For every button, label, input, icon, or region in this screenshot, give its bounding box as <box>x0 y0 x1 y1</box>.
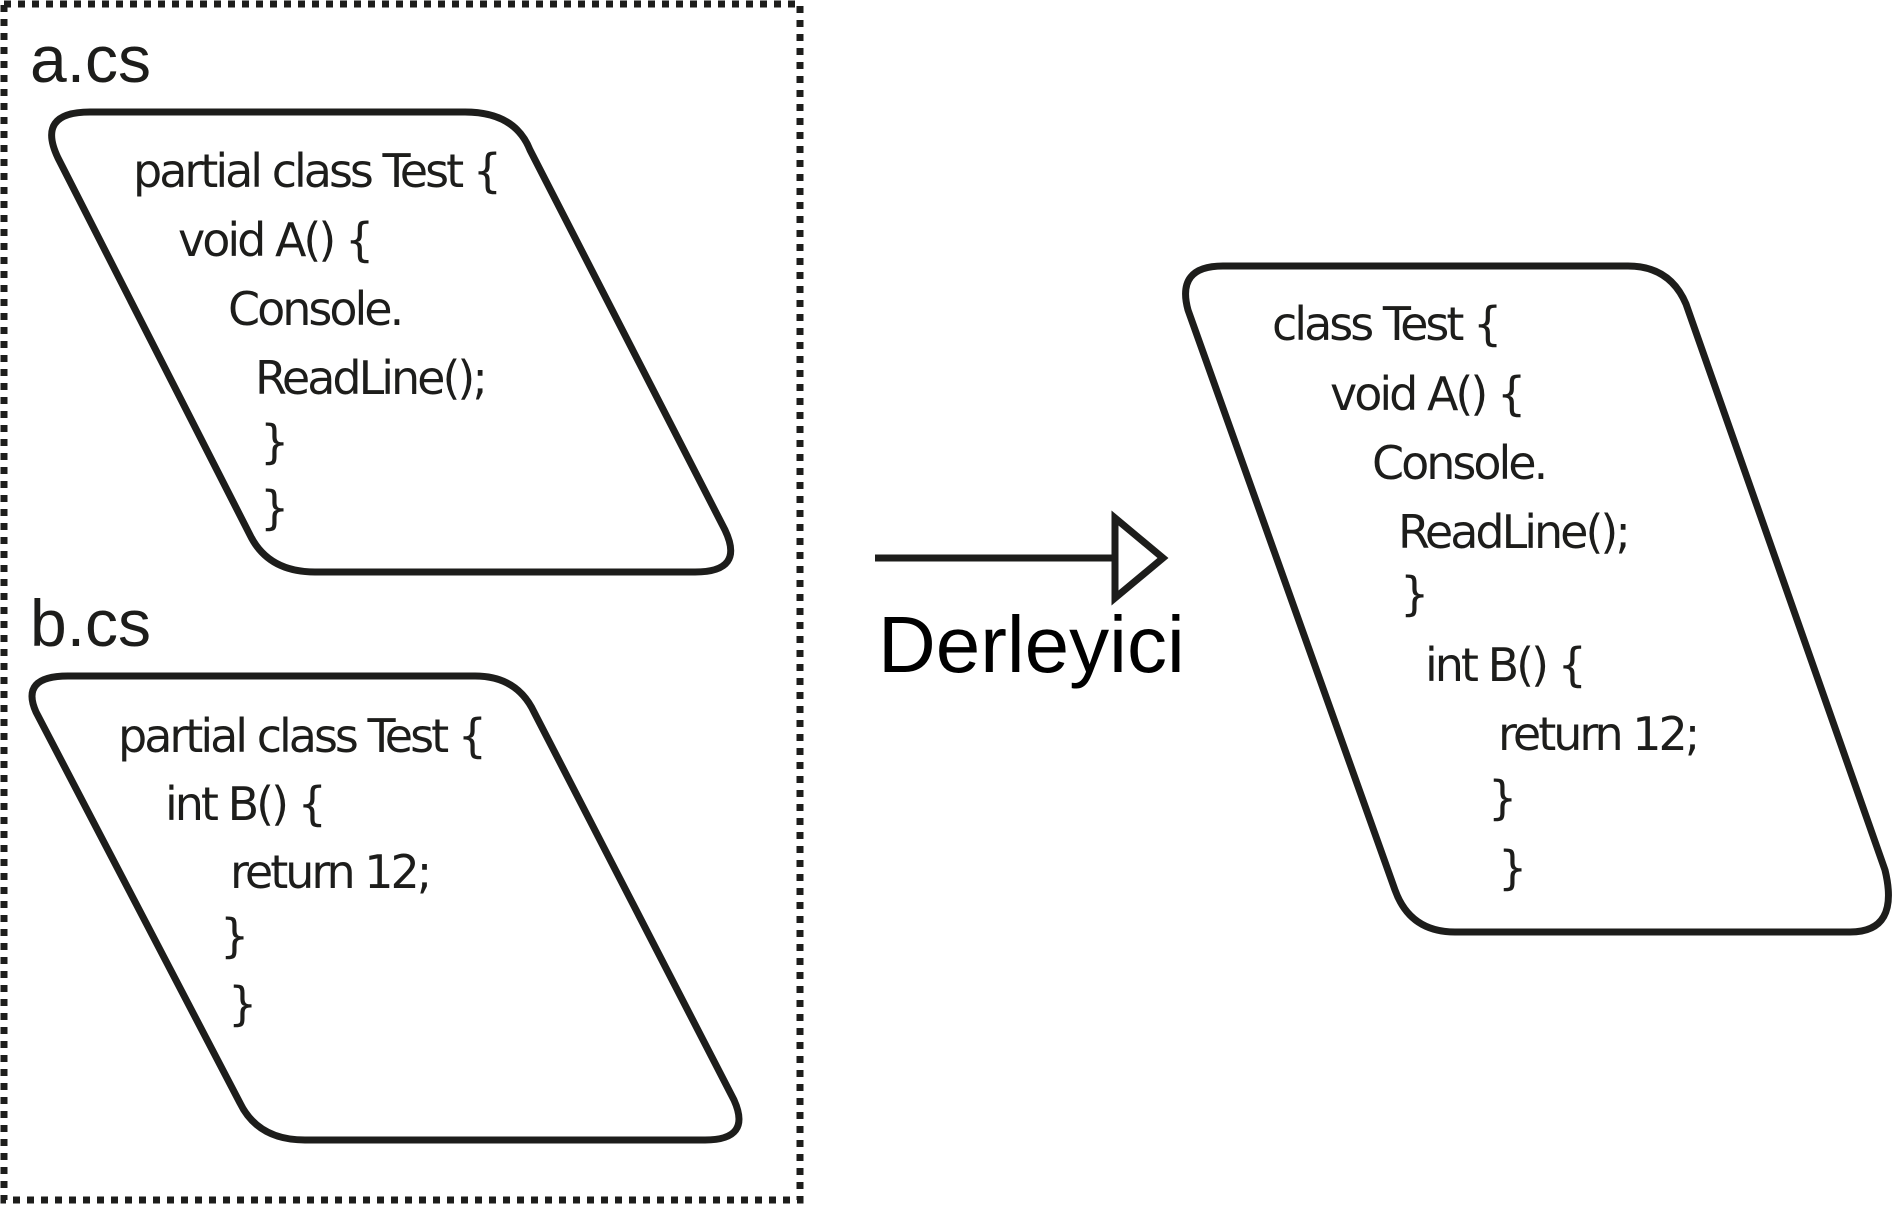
code-line: int B() { <box>1425 638 1584 692</box>
code-line: Console. <box>228 282 401 336</box>
code-line: } <box>1400 567 1426 621</box>
code-line: void A() { <box>178 213 371 267</box>
result-code-block: class Test { void A() { Console. ReadLin… <box>1272 297 1700 895</box>
code-line: class Test { <box>1272 297 1499 351</box>
code-line: partial class Test { <box>118 709 484 763</box>
code-line: } <box>1498 841 1524 895</box>
code-line: return 12; <box>230 845 429 899</box>
code-line: ReadLine(); <box>255 351 485 405</box>
code-line: Console. <box>1372 436 1545 490</box>
code-block-a: partial class Test { void A() { Console.… <box>133 144 502 535</box>
code-line: partial class Test { <box>133 144 499 198</box>
code-block-b: partial class Test { int B() { return 12… <box>118 709 487 1031</box>
file-label-b: b.cs <box>30 586 151 660</box>
arrow-head <box>1111 510 1169 606</box>
code-line: void A() { <box>1330 367 1523 421</box>
compiler-arrow <box>875 510 1169 606</box>
source-files-group <box>0 0 804 1204</box>
compiler-label: Derleyici <box>878 600 1185 689</box>
file-label-a: a.cs <box>30 22 151 96</box>
file-shape-b <box>28 672 743 1144</box>
code-line: ReadLine(); <box>1398 505 1628 559</box>
result-shape <box>1182 262 1892 936</box>
code-line: } <box>220 909 246 963</box>
code-line: } <box>260 415 286 469</box>
code-line: int B() { <box>165 777 324 831</box>
code-line: return 12; <box>1498 707 1697 761</box>
code-line: } <box>228 977 254 1031</box>
code-line: } <box>260 481 286 535</box>
file-shape-a <box>48 108 735 576</box>
code-line: } <box>1488 771 1514 825</box>
